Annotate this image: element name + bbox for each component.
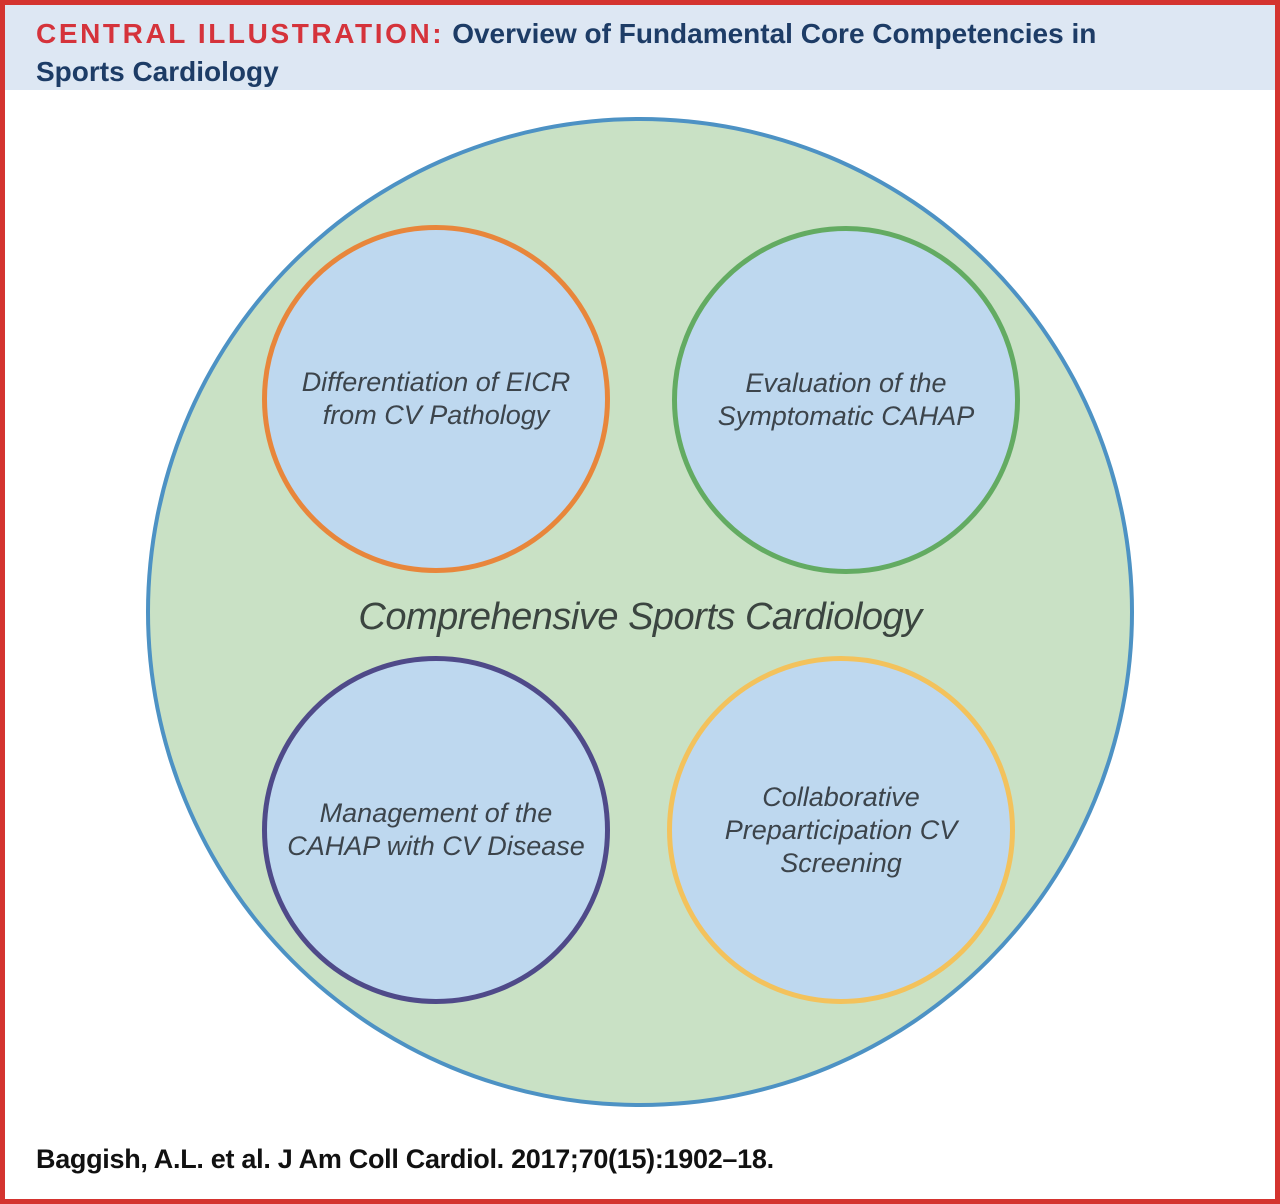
circle-label-line: Preparticipation CV: [724, 814, 958, 845]
circle-management-cahap-cv-disease: Management of the CAHAP with CV Disease: [262, 656, 610, 1004]
circle-label-line: Collaborative: [762, 781, 920, 812]
center-label: Comprehensive Sports Cardiology: [358, 596, 922, 638]
circle-label-line: Evaluation of the: [745, 368, 947, 398]
circle-label-line: Screening: [780, 847, 902, 878]
circle-evaluation-symptomatic-cahap: Evaluation of the Symptomatic CAHAP: [672, 226, 1020, 574]
figure-title: CENTRAL ILLUSTRATION:Overview of Fundame…: [36, 15, 1251, 91]
circle-label-line: Management of the: [319, 798, 553, 828]
figure-title-label: CENTRAL ILLUSTRATION:: [36, 18, 445, 49]
circle-label-line: Symptomatic CAHAP: [717, 401, 975, 431]
figure-title-line1: Overview of Fundamental Core Competencie…: [452, 18, 1097, 49]
circle-differentiation-eicr: Differentiation of EICR from CV Patholog…: [262, 225, 610, 573]
circle-label-line: CAHAP with CV Disease: [287, 831, 585, 861]
circle-label-line: from CV Pathology: [322, 400, 550, 430]
figure-title-line2: Sports Cardiology: [36, 56, 279, 87]
circle-label-line: Differentiation of EICR: [301, 367, 571, 397]
figure-header: CENTRAL ILLUSTRATION:Overview of Fundame…: [5, 5, 1275, 90]
circle-collaborative-preparticipation-screening: Collaborative Preparticipation CV Screen…: [667, 656, 1015, 1004]
citation: Baggish, A.L. et al. J Am Coll Cardiol. …: [36, 1144, 774, 1174]
